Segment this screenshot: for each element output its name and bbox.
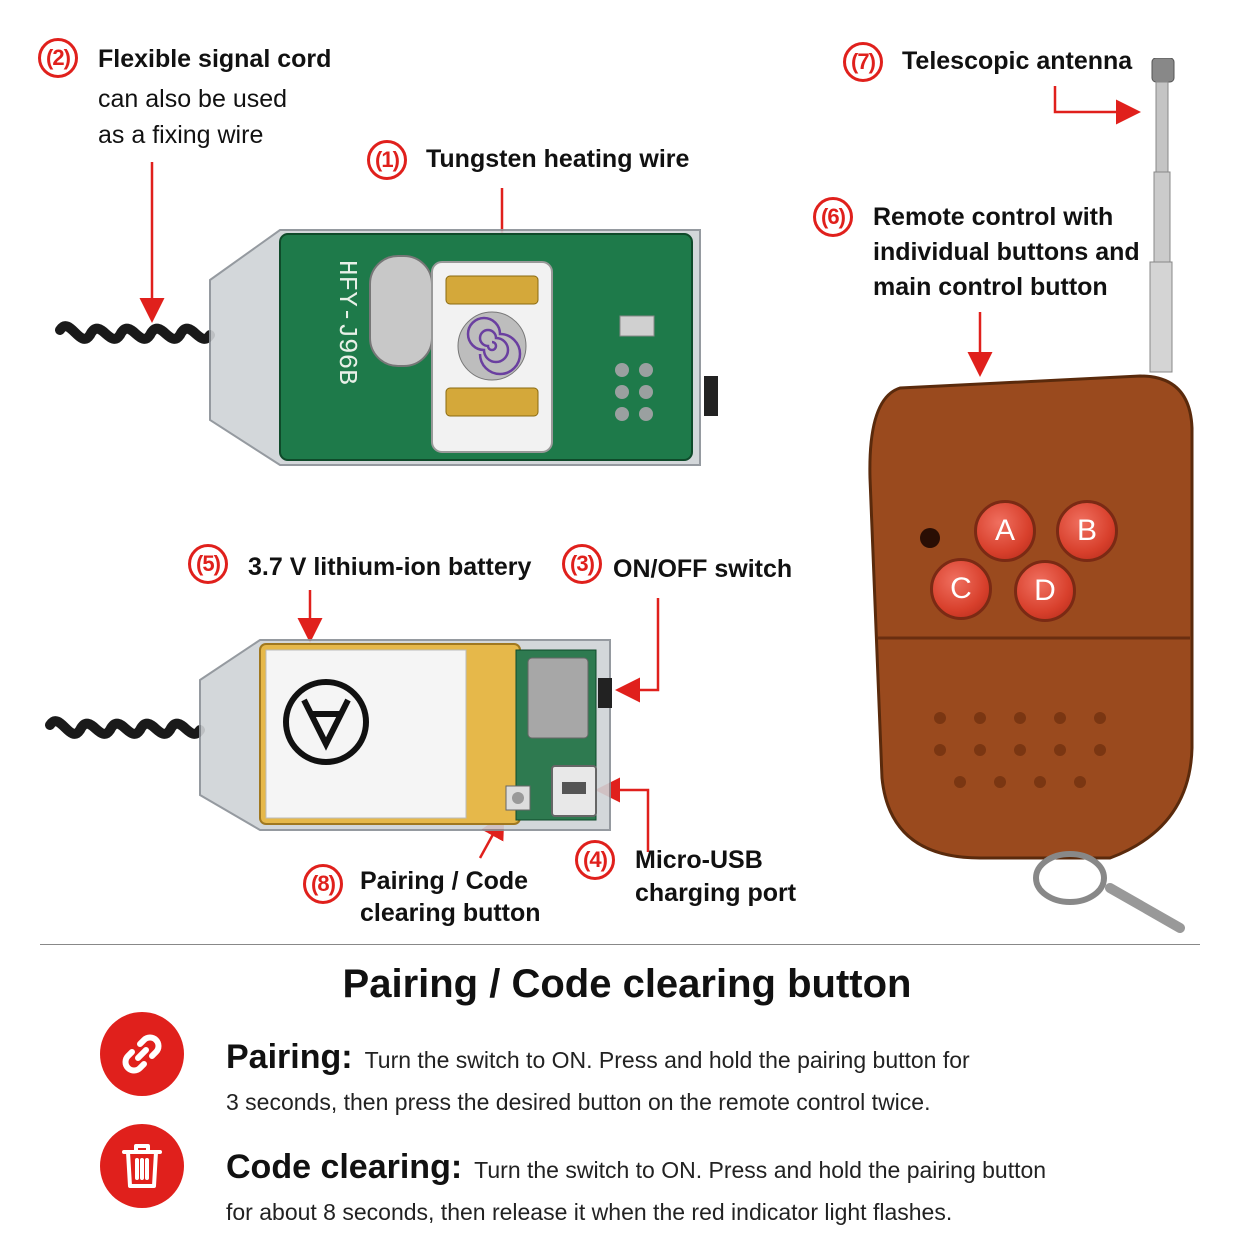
section-title: Pairing / Code clearing button (342, 962, 912, 1006)
label-signal-cord-line1: can also be used (98, 85, 288, 113)
label-usb-line2: charging port (635, 879, 797, 907)
remote-control-image (868, 58, 1194, 933)
label-remote-line1: Remote control with (873, 203, 1114, 231)
clearing-text-line1: Turn the switch to ON. Press and hold th… (474, 1157, 1047, 1183)
badge-8: (8) (303, 864, 343, 904)
remote-button-d[interactable]: D (1014, 560, 1076, 622)
badge-6: (6) (813, 197, 853, 237)
clearing-text-line2: for about 8 seconds, then release it whe… (226, 1199, 953, 1226)
label-signal-cord-line2: as a fixing wire (98, 121, 264, 149)
badge-4: (4) (575, 840, 615, 880)
badge-3: (3) (562, 544, 602, 584)
pairing-text-line2: 3 seconds, then press the desired button… (226, 1089, 931, 1116)
label-remote-line2: individual buttons and (873, 238, 1140, 266)
label-signal-cord-title: Flexible signal cord (98, 45, 332, 73)
label-pairing-line1: Pairing / Code (360, 867, 529, 895)
arrow-antenna (1053, 86, 1141, 125)
label-antenna: Telescopic antenna (902, 47, 1133, 75)
receiver-board-image: HFY-J96B (55, 229, 718, 466)
label-usb-line1: Micro-USB (635, 846, 763, 874)
section-divider (40, 944, 1200, 945)
label-pairing-line2: clearing button (360, 899, 541, 927)
label-switch: ON/OFF switch (613, 555, 793, 583)
board-model: HFY-J96B (332, 260, 362, 385)
label-battery: 3.7 V lithium-ion battery (248, 553, 532, 581)
pairing-instruction: Pairing: Turn the switch to ON. Press and… (226, 1030, 1206, 1121)
battery-side-image (45, 639, 612, 831)
badge-7: (7) (843, 42, 883, 82)
badge-5: (5) (188, 544, 228, 584)
trash-icon (100, 1124, 184, 1208)
pairing-heading: Pairing: (226, 1038, 353, 1076)
link-icon (100, 1012, 184, 1096)
label-remote-line3: main control button (873, 273, 1108, 301)
clearing-instruction: Code clearing: Turn the switch to ON. Pre… (226, 1140, 1226, 1231)
pairing-text-line1: Turn the switch to ON. Press and hold th… (364, 1047, 970, 1073)
label-heating-wire: Tungsten heating wire (426, 145, 690, 173)
coiled-cord (55, 321, 215, 344)
remote-button-c[interactable]: C (930, 558, 992, 620)
clearing-heading: Code clearing: (226, 1148, 463, 1186)
arrow-usb (595, 777, 650, 852)
remote-button-a[interactable]: A (974, 500, 1036, 562)
badge-2: (2) (38, 38, 78, 78)
arrow-switch (615, 598, 660, 703)
badge-1: (1) (367, 140, 407, 180)
remote-button-b[interactable]: B (1056, 500, 1118, 562)
